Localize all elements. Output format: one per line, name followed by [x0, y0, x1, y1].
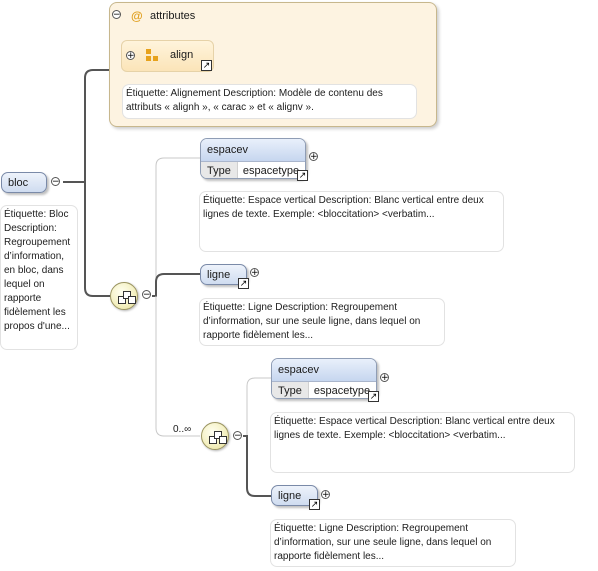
expand-ligne-2-icon[interactable]: +: [321, 490, 330, 500]
espacev-1-doc: Étiquette: Espace vertical Description: …: [199, 191, 504, 252]
attribute-group-icon: [146, 49, 160, 63]
connector-to-sequence-1: [84, 182, 110, 297]
element-ligne-1[interactable]: ligne: [200, 264, 247, 285]
expand-ligne-1-icon[interactable]: +: [250, 268, 259, 278]
type-value: espacetype: [242, 165, 300, 177]
element-ligne-1-label: ligne: [207, 268, 231, 281]
connector-to-espacev-2: [243, 377, 271, 437]
sequence-compositor-2-icon[interactable]: [201, 422, 229, 450]
collapse-sequence-2-icon[interactable]: −: [233, 431, 242, 441]
element-ligne-2-label: ligne: [278, 489, 302, 502]
align-link-icon[interactable]: ↗: [201, 60, 212, 71]
connector-to-espacev-1: [152, 157, 200, 297]
espacev-2-doc: Étiquette: Espace vertical Description: …: [270, 412, 575, 473]
ligne-1-doc: Étiquette: Ligne Description: Regroupeme…: [199, 298, 445, 346]
espacev-2-link-icon[interactable]: ↗: [368, 391, 379, 402]
element-bloc-label: bloc: [8, 176, 29, 189]
align-label: align: [170, 49, 194, 61]
expand-espacev-1-icon[interactable]: +: [309, 152, 318, 162]
element-ligne-2[interactable]: ligne: [271, 485, 318, 506]
attributes-title: attributes: [150, 10, 196, 22]
expand-espacev-2-icon[interactable]: +: [380, 373, 389, 383]
occurrence-label: 0..∞: [173, 424, 192, 435]
sequence-compositor-icon[interactable]: [110, 282, 138, 310]
connector-to-attributes: [84, 69, 109, 182]
collapse-attributes-icon[interactable]: −: [112, 10, 121, 20]
connector-to-ligne-1: [152, 273, 200, 297]
collapse-bloc-icon[interactable]: −: [51, 177, 60, 187]
ligne-2-doc: Étiquette: Ligne Description: Regroupeme…: [270, 519, 516, 567]
espacev-1-link-icon[interactable]: ↗: [297, 170, 308, 181]
bloc-doc: Étiquette: Bloc Description: Regroupemen…: [0, 205, 78, 350]
element-espacev-2[interactable]: espacev Type espacetype: [271, 358, 377, 399]
expand-align-icon[interactable]: +: [126, 51, 135, 61]
type-key: Type: [272, 382, 309, 398]
attributes-doc: Étiquette: Alignement Description: Modèl…: [122, 84, 417, 119]
element-espacev-1-label: espacev: [201, 139, 305, 162]
collapse-sequence-icon[interactable]: −: [142, 290, 151, 300]
ligne-1-link-icon[interactable]: ↗: [238, 278, 249, 289]
align-attribute-group[interactable]: [121, 40, 214, 72]
connector-to-choice: [155, 296, 200, 437]
element-espacev-2-label: espacev: [272, 359, 376, 382]
type-key: Type: [201, 162, 238, 178]
connector-to-ligne-2: [243, 435, 271, 497]
ligne-2-link-icon[interactable]: ↗: [309, 499, 320, 510]
type-value: espacetype: [313, 385, 371, 397]
attribute-at-icon: @: [131, 9, 143, 23]
element-bloc[interactable]: bloc: [1, 172, 47, 193]
element-espacev-1[interactable]: espacev Type espacetype: [200, 138, 306, 179]
